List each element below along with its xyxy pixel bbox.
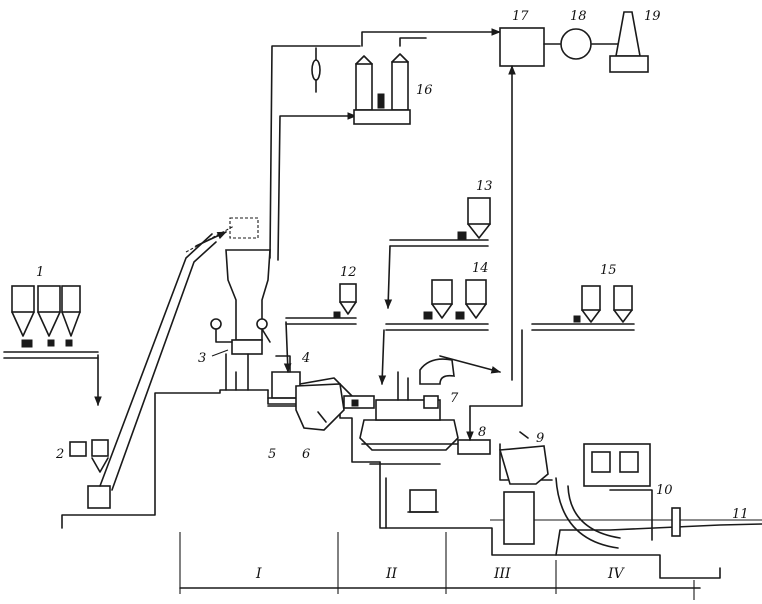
zone-label-III: III (493, 566, 511, 582)
furnace-7 (359, 355, 501, 529)
label-12: 12 (340, 265, 357, 280)
label-11: 11 (732, 507, 749, 522)
label-4: 4 (301, 351, 310, 366)
gas-cleaning-16 (311, 47, 411, 125)
casting-section (457, 285, 681, 549)
label-17: 17 (512, 9, 529, 24)
hopper-13 (384, 197, 491, 309)
label-1: 1 (36, 265, 44, 280)
hopper-12 (285, 283, 357, 325)
exhaust-system (499, 11, 649, 381)
floor-profile (61, 389, 762, 579)
label-7: 7 (450, 391, 459, 406)
label-16: 16 (416, 83, 433, 98)
zone-label-II: II (385, 566, 398, 582)
label-2: 2 (55, 447, 64, 462)
label-14: 14 (472, 261, 489, 276)
weigher-and-skip-hoist (69, 225, 235, 509)
diagram-labels: 1 2 3 4 5 6 7 8 9 10 11 12 13 14 15 16 1… (36, 9, 749, 582)
label-5: 5 (268, 447, 276, 462)
zone-axis (179, 532, 701, 600)
zone-label-IV: IV (607, 566, 626, 582)
zone-label-I: I (255, 566, 262, 582)
label-8: 8 (478, 425, 486, 440)
ladle-and-mixer (267, 321, 375, 431)
label-10: 10 (656, 483, 673, 498)
label-13: 13 (476, 179, 493, 194)
label-19: 19 (644, 9, 661, 24)
label-15: 15 (600, 263, 617, 278)
hopper-group-14 (378, 279, 489, 385)
label-3: 3 (198, 351, 206, 366)
label-9: 9 (536, 431, 544, 446)
label-6: 6 (302, 447, 310, 462)
furnace-3 (210, 217, 271, 391)
label-18: 18 (570, 9, 587, 24)
hopper-group-1 (3, 285, 102, 406)
gas-pipelines (269, 28, 501, 261)
